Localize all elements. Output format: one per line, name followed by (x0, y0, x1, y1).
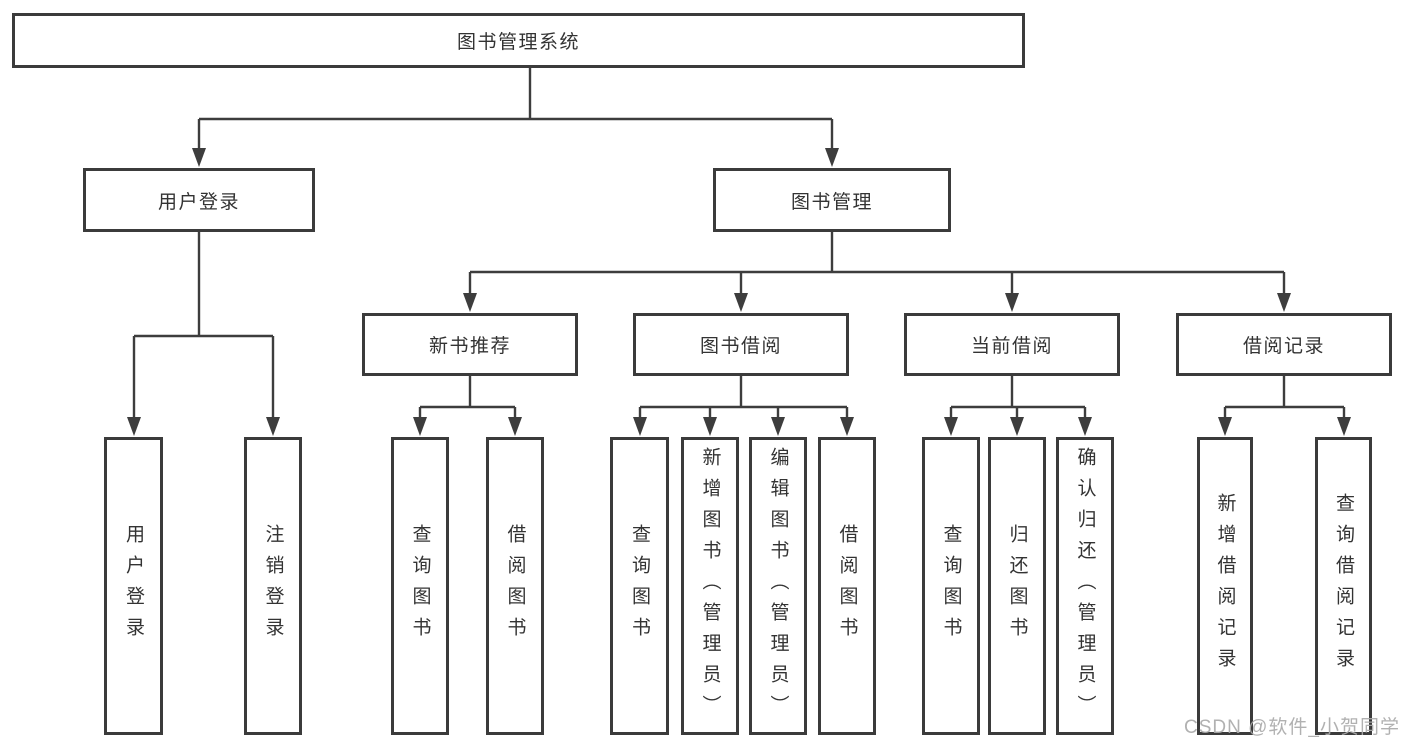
node-leaf-cb-return-books-label: 归还图书 (1006, 524, 1028, 648)
node-system-root: 图书管理系统 (12, 13, 1025, 68)
connector-borrow-records-branch (1218, 376, 1351, 436)
node-book-management-label: 图书管理 (790, 191, 873, 213)
node-leaf-nbr-borrow-books: 借阅图书 (486, 437, 544, 735)
node-new-book-recommendation-label: 新书推荐 (428, 336, 511, 357)
connector-user-login-branch (127, 232, 280, 436)
node-current-borrowing-label: 当前借阅 (970, 336, 1053, 357)
node-leaf-bb-add-books-admin-label: 新增图书（管理员） (699, 446, 721, 726)
node-leaf-br-add-record-label: 新增借阅记录 (1214, 493, 1236, 679)
node-leaf-cb-query-books-label: 查询图书 (940, 524, 962, 648)
node-borrowing-records-label: 借阅记录 (1242, 336, 1325, 357)
node-leaf-nbr-query-books-label: 查询图书 (409, 524, 431, 648)
node-borrowing-records: 借阅记录 (1176, 313, 1392, 376)
connector-current-borrow-branch (944, 376, 1092, 436)
node-leaf-bb-edit-books-admin-label: 编辑图书（管理员） (767, 446, 789, 726)
node-book-management: 图书管理 (713, 168, 951, 232)
node-book-borrowing: 图书借阅 (633, 313, 849, 376)
node-leaf-cb-query-books: 查询图书 (922, 437, 980, 735)
connector-book-management-branch (463, 232, 1291, 312)
node-leaf-cb-return-books: 归还图书 (988, 437, 1046, 735)
node-current-borrowing: 当前借阅 (904, 313, 1120, 376)
node-leaf-nbr-query-books: 查询图书 (391, 437, 449, 735)
node-leaf-user-login-label: 用户登录 (123, 524, 144, 648)
node-user-login-label: 用户登录 (157, 191, 240, 213)
node-user-login: 用户登录 (83, 168, 315, 232)
node-new-book-recommendation: 新书推荐 (362, 313, 578, 376)
csdn-watermark: CSDN @软件_小贺同学 (1184, 717, 1400, 738)
node-leaf-bb-query-books: 查询图书 (610, 437, 669, 735)
node-leaf-bb-edit-books-admin: 编辑图书（管理员） (749, 437, 807, 735)
node-leaf-br-query-record: 查询借阅记录 (1315, 437, 1372, 735)
node-leaf-bb-borrow-books-label: 借阅图书 (836, 524, 858, 648)
node-leaf-bb-add-books-admin: 新增图书（管理员） (681, 437, 739, 735)
node-leaf-cb-confirm-return-admin-label: 确认归还（管理员） (1074, 446, 1096, 726)
node-leaf-bb-borrow-books: 借阅图书 (818, 437, 876, 735)
node-system-root-label: 图书管理系统 (456, 32, 580, 53)
node-leaf-br-add-record: 新增借阅记录 (1197, 437, 1253, 735)
node-leaf-logout-label: 注销登录 (262, 524, 284, 648)
node-leaf-br-query-record-label: 查询借阅记录 (1333, 493, 1354, 679)
node-leaf-user-login: 用户登录 (104, 437, 163, 735)
node-leaf-bb-query-books-label: 查询图书 (629, 524, 650, 648)
connector-new-book-branch (413, 376, 522, 436)
node-leaf-cb-confirm-return-admin: 确认归还（管理员） (1056, 437, 1114, 735)
connector-root-branch (192, 68, 839, 167)
node-book-borrowing-label: 图书借阅 (699, 336, 782, 357)
connector-book-borrow-branch (633, 376, 854, 436)
node-leaf-nbr-borrow-books-label: 借阅图书 (504, 524, 526, 648)
node-leaf-logout: 注销登录 (244, 437, 302, 735)
